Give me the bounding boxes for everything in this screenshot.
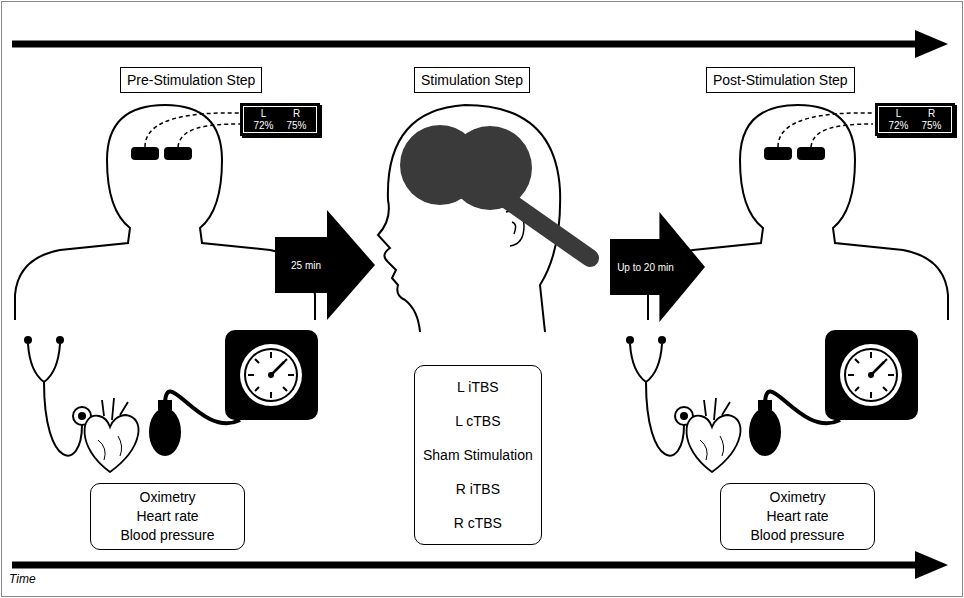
step-title-text: Pre-Stimulation Step: [127, 72, 255, 88]
monitor-display: LR72%75%: [875, 103, 955, 136]
protocol-list-text: L cTBS: [423, 404, 533, 438]
measure-list-text: Oximetry: [729, 488, 866, 507]
measure-list: OximetryHeart rateBlood pressure: [90, 483, 245, 550]
step-title-text: Stimulation Step: [421, 72, 523, 88]
monitor-display-text: 72%: [247, 120, 280, 132]
measure-list-text: Oximetry: [99, 488, 236, 507]
measure-list: OximetryHeart rateBlood pressure: [720, 483, 875, 550]
duration-arrow-text: 25 min: [275, 210, 337, 320]
protocol-list: L iTBSL cTBSSham StimulationR iTBSR cTBS: [414, 365, 542, 545]
protocol-list-text: R iTBS: [423, 472, 533, 506]
axis-label: Time: [9, 572, 36, 586]
monitor-display-text: R: [280, 108, 313, 120]
measure-list-text: Heart rate: [729, 507, 866, 526]
protocol-list-text: R cTBS: [423, 506, 533, 540]
monitor-display-text: R: [915, 108, 948, 120]
monitor-display-text: L: [247, 108, 280, 120]
monitor-display-text: 75%: [915, 120, 948, 132]
protocol-list-text: Sham Stimulation: [423, 438, 533, 472]
duration-arrow-text: Up to 20 min: [610, 212, 681, 322]
duration-arrow: 25 min: [275, 210, 375, 320]
monitor-display: LR72%75%: [240, 103, 320, 136]
measure-list-text: Blood pressure: [99, 526, 236, 545]
measure-list-text: Heart rate: [99, 507, 236, 526]
monitor-display-text: 72%: [882, 120, 915, 132]
step-title-text: Post-Stimulation Step: [713, 72, 848, 88]
monitor-display-text: L: [882, 108, 915, 120]
block-arrow-shape: [275, 210, 375, 320]
step-title: Pre-Stimulation Step: [120, 67, 262, 93]
step-title: Stimulation Step: [414, 67, 530, 93]
monitor-display-text: 75%: [280, 120, 313, 132]
duration-arrow: Up to 20 min: [610, 212, 705, 322]
protocol-list-text: L iTBS: [423, 370, 533, 404]
measure-list-text: Blood pressure: [729, 526, 866, 545]
step-title: Post-Stimulation Step: [706, 67, 855, 93]
